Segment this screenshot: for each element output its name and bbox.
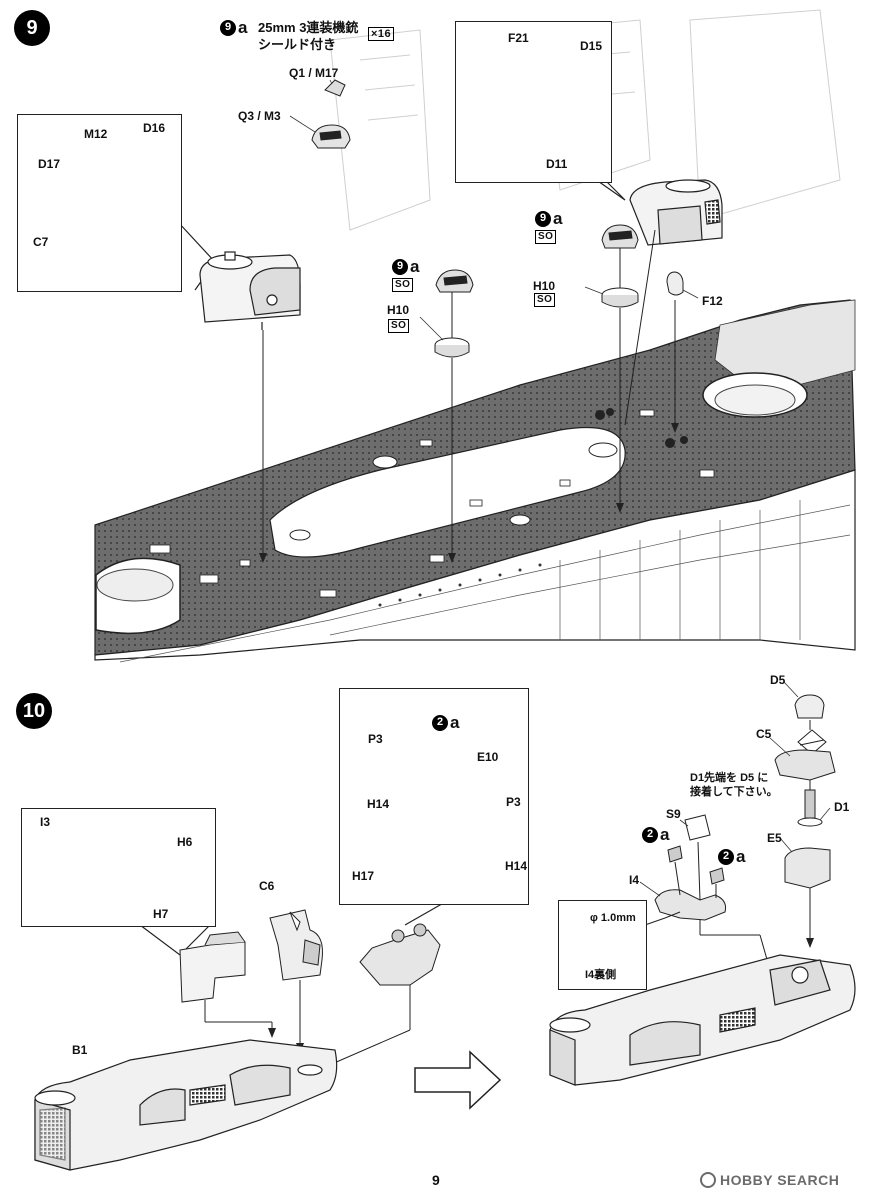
label-q3-m3: Q3 / M3 (238, 109, 281, 123)
note-line-2: 接着して下さい。 (690, 786, 778, 798)
label-c5: C5 (756, 727, 772, 741)
sub-step-letter: a (410, 257, 420, 276)
sub-step-circle: 2 (432, 714, 448, 731)
label-h10-left: H10 (387, 303, 410, 317)
label-e10: E10 (477, 750, 499, 764)
label-d5: D5 (770, 673, 786, 687)
sub-step-circle: 9 (392, 258, 408, 275)
brand-logo-icon (700, 1172, 716, 1188)
label-i3: I3 (40, 815, 51, 829)
sub-step-circle: 9 (535, 210, 551, 227)
sub-step-letter: a (660, 825, 670, 844)
inset-box-i3 (21, 808, 216, 927)
deck-assembly (94, 9, 856, 663)
label-i4: I4 (629, 873, 640, 887)
sub-step-circle: 2 (718, 848, 734, 865)
step-9-badge: 9 (14, 10, 50, 46)
page-number: 9 (432, 1172, 440, 1188)
step-9a-header-marker: 9 a (220, 19, 247, 36)
so-tag-right-1: SO (535, 230, 557, 244)
sub-step-letter: a (553, 209, 563, 228)
header-count: ×16 (368, 27, 395, 41)
so-tag-right-2: SO (534, 293, 556, 307)
so-tag-left-1: SO (392, 278, 414, 292)
gun-mount-9a-right (601, 224, 639, 308)
f12-part (666, 271, 684, 296)
label-i4-back: I4裏側 (585, 969, 617, 981)
label-h7: H7 (153, 907, 169, 921)
sub-step-circle: 9 (220, 19, 236, 36)
c7-mount-assembled (199, 251, 301, 330)
label-c7: C7 (33, 235, 49, 249)
i4-s9-parts (639, 814, 771, 971)
label-d16: D16 (143, 121, 166, 135)
gun-mount-9a-left (434, 269, 474, 358)
label-f12: F12 (702, 294, 723, 308)
b1-hull-right (549, 954, 856, 1086)
label-q1-m17: Q1 / M17 (289, 66, 339, 80)
label-d1: D1 (834, 800, 850, 814)
header-line1: 25mm 3連装機銃 (258, 20, 359, 35)
sub-step-circle: 2 (642, 826, 658, 843)
f21-mount-assembled (629, 179, 723, 246)
next-arrow (414, 1050, 502, 1110)
note-line-1: D1先端を D5 に (690, 772, 769, 784)
label-d17: D17 (38, 157, 61, 171)
label-hole-size: φ 1.0mm (590, 912, 636, 924)
label-f21: F21 (508, 31, 529, 45)
label-b1: B1 (72, 1043, 88, 1057)
marker-2a-right: 2 a (718, 848, 745, 865)
label-h6: H6 (177, 835, 193, 849)
inset-box-i4-back (558, 900, 647, 990)
q-mount-parts (311, 79, 351, 149)
step-10-badge: 10 (16, 693, 52, 729)
label-c6: C6 (259, 879, 275, 893)
label-h14-left: H14 (367, 797, 390, 811)
label-e5: E5 (767, 831, 782, 845)
brand-watermark: HOBBY SEARCH (700, 1172, 839, 1188)
sub-step-letter: a (238, 18, 248, 37)
label-d11: D11 (546, 157, 568, 171)
label-m12: M12 (84, 127, 108, 141)
marker-9a-right: 9 a (535, 210, 562, 227)
inset-box-c7 (17, 114, 182, 292)
inset-box-f21 (455, 21, 612, 183)
label-h10-right: H10 (533, 279, 556, 293)
label-h14-right: H14 (505, 859, 528, 873)
sub-step-letter: a (450, 713, 460, 732)
marker-9a-left: 9 a (392, 258, 419, 275)
c6-part (269, 909, 323, 981)
brand-text: HOBBY SEARCH (720, 1172, 840, 1188)
label-s9: S9 (666, 807, 681, 821)
sub-step-letter: a (736, 847, 746, 866)
marker-2a-left: 2 a (642, 826, 669, 843)
marker-2a-inset: 2 a (432, 714, 459, 731)
e10-assembled (359, 923, 441, 986)
label-p3-right: P3 (506, 795, 521, 809)
label-p3-left: P3 (368, 732, 383, 746)
d5-c5-d1-stack (769, 681, 836, 945)
b1-hull-left (34, 1039, 338, 1171)
so-tag-left-2: SO (388, 319, 410, 333)
label-d15: D15 (580, 39, 603, 53)
header-line2: シールド付き (258, 37, 337, 52)
i3-assembled (179, 931, 246, 1003)
label-h17: H17 (352, 869, 375, 883)
